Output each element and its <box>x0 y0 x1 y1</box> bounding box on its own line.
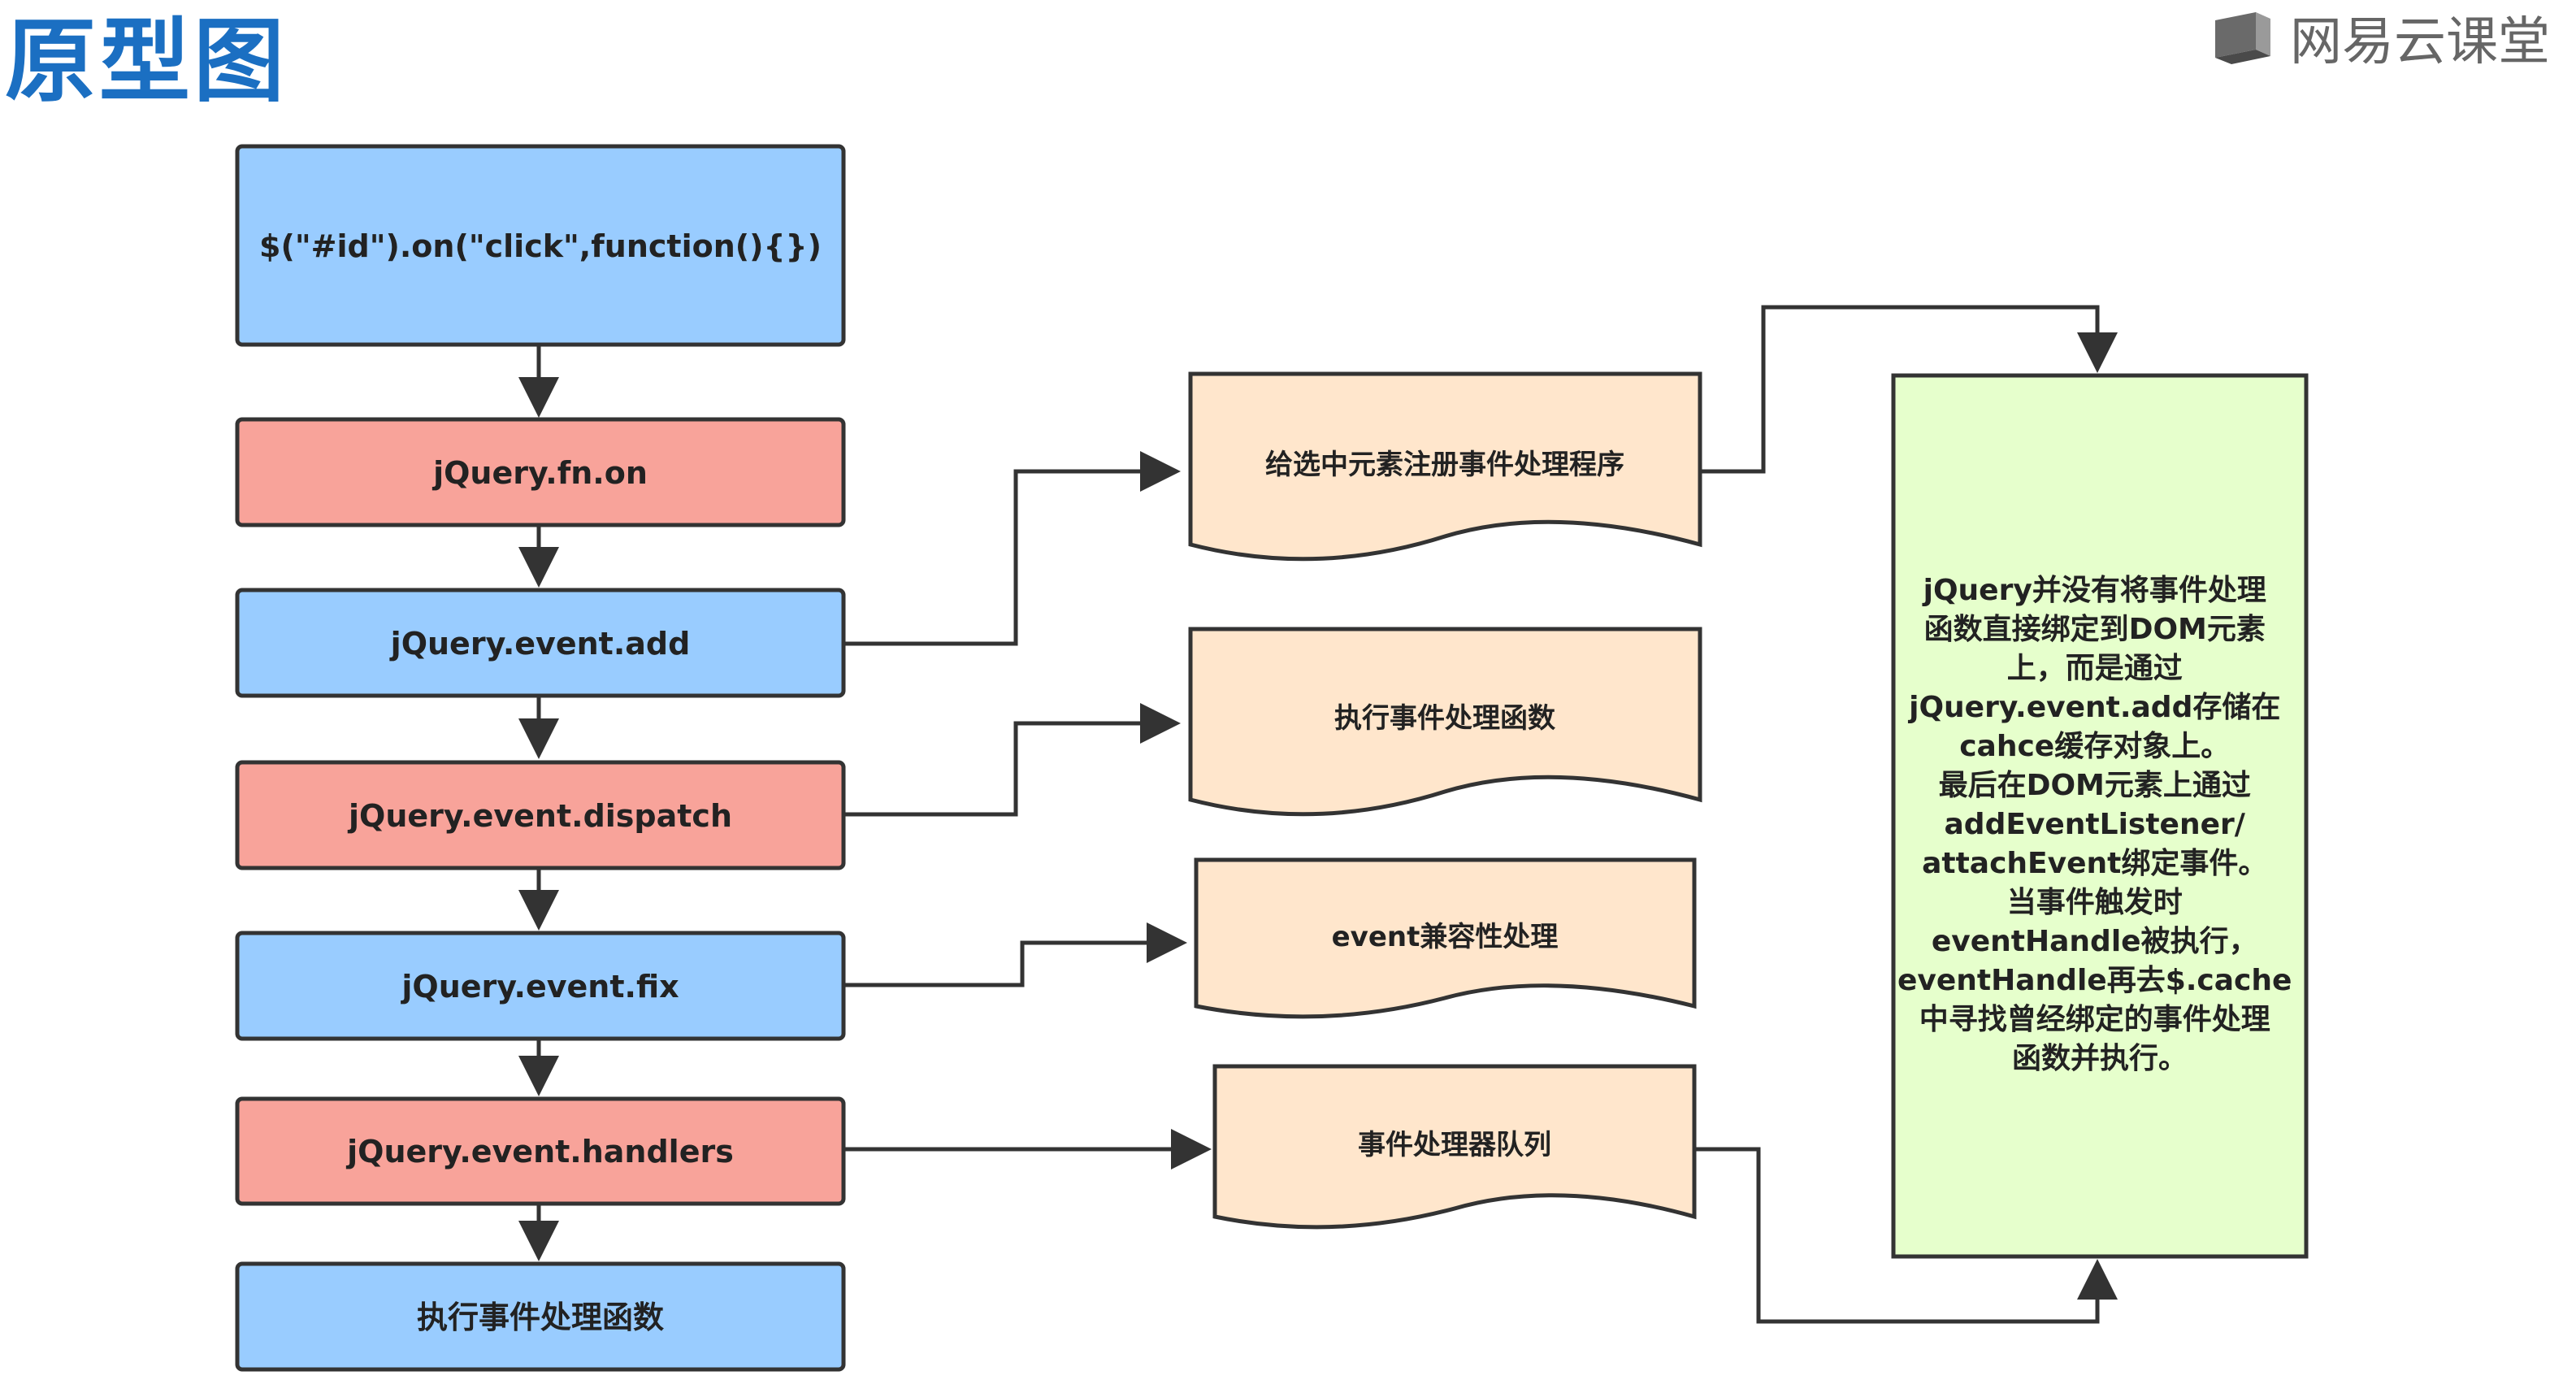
doc-box-4: 事件处理器队列 <box>1212 1064 1697 1230</box>
doc-box-1: 给选中元素注册事件处理程序 <box>1188 371 1702 562</box>
connectors <box>518 305 2118 1324</box>
doc-label-1: 给选中元素注册事件处理程序 <box>1265 449 1624 481</box>
step-box-3: jQuery.event.add <box>235 588 846 698</box>
doc-box-2: 执行事件处理函数 <box>1188 627 1702 817</box>
connector-add-doc1 <box>845 451 1181 646</box>
note-line: addEventListener/ <box>1945 808 2246 841</box>
note-line: 当事件触发时 <box>2007 886 2183 919</box>
step-box-7: 执行事件处理函数 <box>235 1261 846 1372</box>
step-label-6: jQuery.event.handlers <box>345 1134 734 1170</box>
step-box-6: jQuery.event.handlers <box>235 1096 846 1206</box>
note-line: jQuery并没有将事件处理 <box>1922 574 2266 607</box>
step-label-2: jQuery.fn.on <box>432 455 648 491</box>
note-box: jQuery并没有将事件处理 函数直接绑定到DOM元素 上，而是通过 jQuer… <box>1891 373 2309 1259</box>
step-label-3: jQuery.event.add <box>389 626 691 662</box>
doc-label-4: 事件处理器队列 <box>1358 1129 1551 1161</box>
step-label-1: $("#id").on("click",function(){}) <box>259 228 822 264</box>
step-label-7: 执行事件处理函数 <box>417 1300 664 1335</box>
note-line: jQuery.event.add存储在 <box>1907 691 2280 724</box>
note-line: 上，而是通过 <box>2007 652 2183 685</box>
page-title: 原型图 <box>5 9 288 115</box>
step-box-5: jQuery.event.fix <box>235 931 846 1041</box>
note-text: jQuery并没有将事件处理 函数直接绑定到DOM元素 上，而是通过 jQuer… <box>1897 574 2302 1075</box>
doc-label-3: event兼容性处理 <box>1332 921 1559 953</box>
connector-dispatch-doc2 <box>845 703 1181 817</box>
step-box-4: jQuery.event.dispatch <box>235 760 846 870</box>
doc-box-3: event兼容性处理 <box>1194 857 1697 1019</box>
step-label-4: jQuery.event.dispatch <box>347 798 732 834</box>
step-label-5: jQuery.event.fix <box>400 969 679 1005</box>
step-box-1: $("#id").on("click",function(){}) <box>235 144 846 347</box>
note-line: 函数并执行。 <box>2012 1042 2188 1075</box>
note-line: 最后在DOM元素上通过 <box>1939 769 2251 802</box>
note-line: cahce缓存对象上。 <box>1959 730 2230 763</box>
connector-doc4-note <box>1694 1147 2118 1324</box>
connector-doc1-note <box>1700 305 2118 474</box>
connector-fix-doc3 <box>845 922 1187 987</box>
note-line: 中寻找曾经绑定的事件处理 <box>1919 1003 2270 1036</box>
book-icon <box>2210 9 2275 66</box>
step-box-2: jQuery.fn.on <box>235 417 846 527</box>
note-line: eventHandle再去$.cache <box>1897 964 2292 997</box>
note-line: 函数直接绑定到DOM元素 <box>1924 613 2266 646</box>
note-line: eventHandle被执行， <box>1932 925 2258 958</box>
brand-logo: 网易云课堂 <box>2210 5 2550 72</box>
doc-label-2: 执行事件处理函数 <box>1334 702 1555 735</box>
brand-name: 网易云课堂 <box>2290 12 2550 72</box>
note-line: attachEvent绑定事件。 <box>1922 847 2267 880</box>
